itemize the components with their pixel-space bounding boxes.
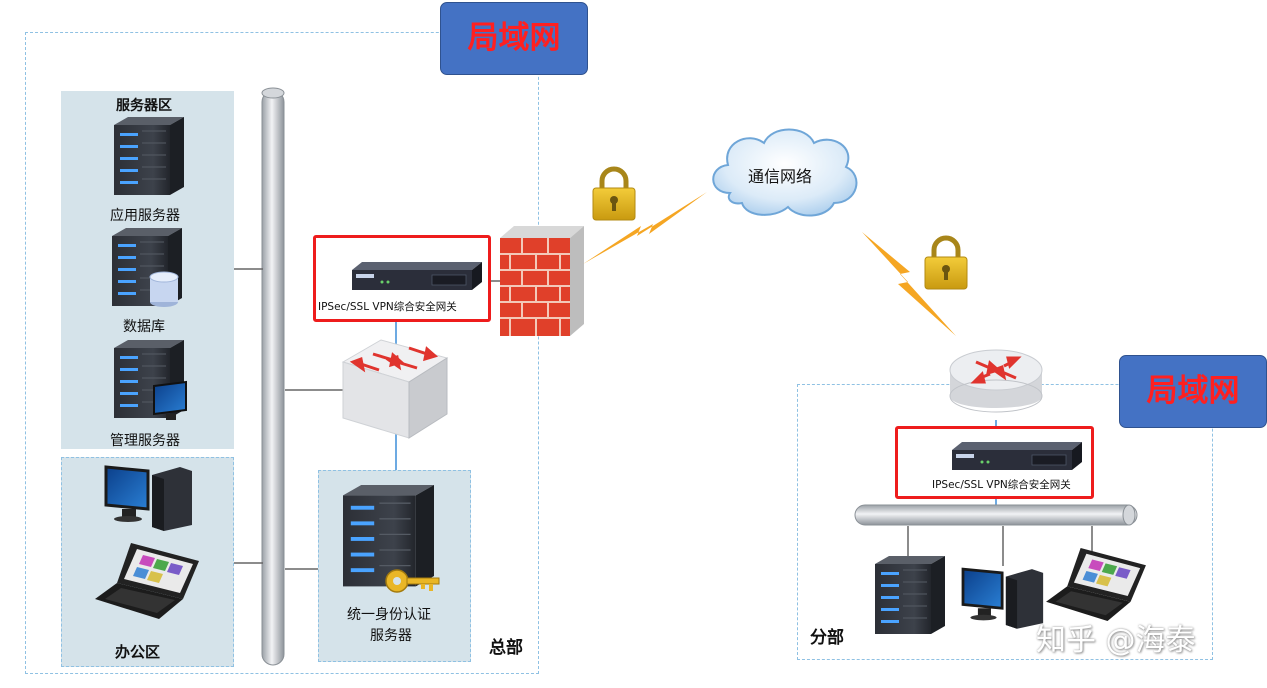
branch-gateway-label: IPSec/SSL VPN综合安全网关: [932, 479, 1071, 491]
cloud-network-label: 通信网络: [748, 167, 813, 186]
management-server-icon: [113, 339, 187, 420]
branch-router-icon: [949, 349, 1043, 413]
management-server-label: 管理服务器: [110, 433, 180, 449]
hq-lightning-icon: [583, 192, 707, 264]
hq-gateway-label: IPSec/SSL VPN综合安全网关: [318, 301, 457, 313]
database-label: 数据库: [123, 319, 165, 335]
branch-laptop-icon: [1046, 548, 1146, 621]
branch-gateway-appliance-icon: [951, 441, 1083, 471]
auth-server-label-line2: 服务器: [370, 628, 412, 644]
application-server-label: 应用服务器: [110, 208, 180, 224]
branch-backbone-pipe: [854, 504, 1138, 526]
hq-switch-icon: [341, 339, 449, 439]
hq-backbone-pipe: [261, 87, 285, 666]
branch-lightning-icon: [862, 232, 956, 336]
watermark: 知乎 @海泰: [1036, 623, 1196, 658]
server-zone-title: 服务器区: [116, 98, 172, 114]
hq-gateway-appliance-icon: [351, 261, 483, 291]
office-zone-title: 办公区: [115, 643, 161, 661]
laptop-icon: [95, 543, 199, 619]
branch-server-icon: [874, 555, 946, 635]
branch-desktop-icon: [961, 567, 1044, 629]
cloud-network-icon: [712, 128, 858, 217]
database-server-icon: [111, 227, 183, 307]
auth-server-icon: [342, 484, 440, 593]
hq-label: 总部: [489, 638, 523, 658]
branch-lock-icon: [925, 237, 969, 291]
firewall-icon: [500, 226, 584, 336]
branch-lan-badge: 局域网: [1119, 355, 1267, 428]
hq-lan-badge: 局域网: [440, 2, 588, 75]
hq-lan-boundary: [25, 32, 539, 674]
branch-label: 分部: [810, 628, 844, 648]
auth-server-label-line1: 统一身份认证: [347, 607, 431, 623]
desktop-computer-icon: [104, 465, 192, 531]
hq-lock-icon: [593, 168, 637, 222]
